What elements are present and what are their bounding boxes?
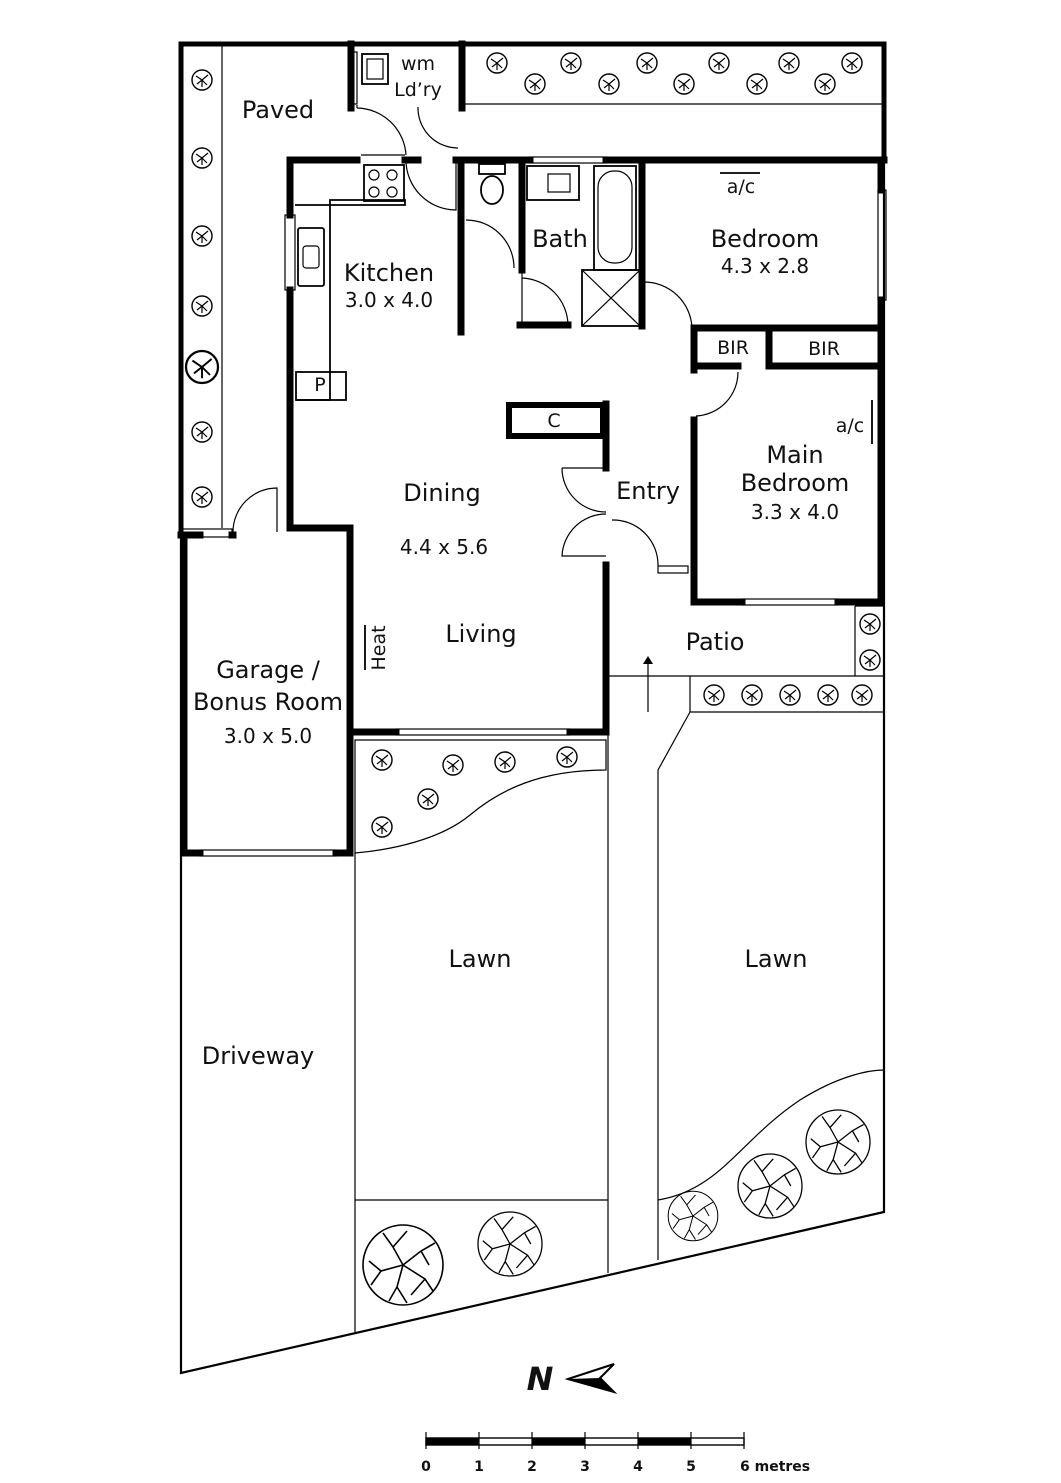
label-bedroom: Bedroom [711, 225, 820, 253]
label-ac-bedroom: a/c [727, 176, 756, 198]
label-bedroom-dim: 4.3 x 2.8 [721, 254, 809, 278]
label-wm: wm [401, 53, 435, 75]
label-kitchen-dim: 3.0 x 4.0 [345, 288, 433, 312]
scale-tick-0: 0 [421, 1459, 431, 1475]
scale-tick-3: 3 [580, 1459, 590, 1475]
label-bir-2: BIR [808, 338, 840, 360]
scale-tick-1: 1 [474, 1459, 484, 1475]
label-lawn-left: Lawn [449, 945, 512, 973]
room-labels: Paved wm Ld’ry Bath a/c Bedroom 4.3 x 2.… [193, 53, 864, 1070]
label-kitchen: Kitchen [344, 259, 434, 287]
kitchen-bench [295, 199, 406, 401]
interior-walls [457, 156, 885, 472]
scale-tick-2: 2 [527, 1459, 537, 1475]
landscape [221, 44, 885, 1333]
label-lawn-right: Lawn [745, 945, 808, 973]
trees [362, 1109, 871, 1306]
label-paved: Paved [242, 96, 314, 124]
label-living: Living [445, 620, 516, 648]
label-bir-1: BIR [717, 337, 749, 359]
label-main-bedroom-2: Bedroom [741, 469, 850, 497]
doors [232, 105, 739, 567]
north-compass: N [527, 1360, 618, 1398]
label-garage-1: Garage / [216, 656, 321, 684]
label-garage-dim: 3.0 x 5.0 [224, 724, 312, 748]
ac-units [720, 172, 873, 444]
label-laundry: Ld’ry [394, 79, 442, 101]
cooktop [363, 164, 405, 202]
label-main-bedroom-dim: 3.3 x 4.0 [751, 500, 839, 524]
washing-machine [361, 53, 389, 85]
scale-tick-5: 5 [686, 1459, 696, 1475]
label-dining: Dining [403, 479, 480, 507]
label-entry: Entry [616, 477, 680, 505]
exterior-walls [177, 40, 888, 857]
label-driveway: Driveway [202, 1042, 315, 1070]
label-main-bedroom-1: Main [766, 441, 823, 469]
label-pantry: P [314, 374, 325, 396]
label-ac-main: a/c [836, 415, 865, 437]
toilet [478, 163, 506, 205]
windows [180, 51, 887, 857]
shower [581, 269, 641, 327]
bathtub [593, 165, 637, 271]
scale-tick-4: 4 [633, 1459, 643, 1475]
scale-tick-6: 6 metres [740, 1459, 810, 1475]
scale-bar: 0 1 2 3 4 5 6 metres [421, 1432, 810, 1475]
label-dining-dim: 4.4 x 5.6 [400, 535, 488, 559]
label-garage-2: Bonus Room [193, 688, 343, 716]
vanity [526, 165, 580, 201]
compass-label: N [527, 1360, 554, 1398]
label-patio: Patio [686, 628, 745, 656]
kitchen-sink [297, 227, 325, 287]
label-bath: Bath [532, 225, 588, 253]
label-cupboard: C [547, 410, 560, 432]
label-heat: Heat [368, 625, 390, 670]
